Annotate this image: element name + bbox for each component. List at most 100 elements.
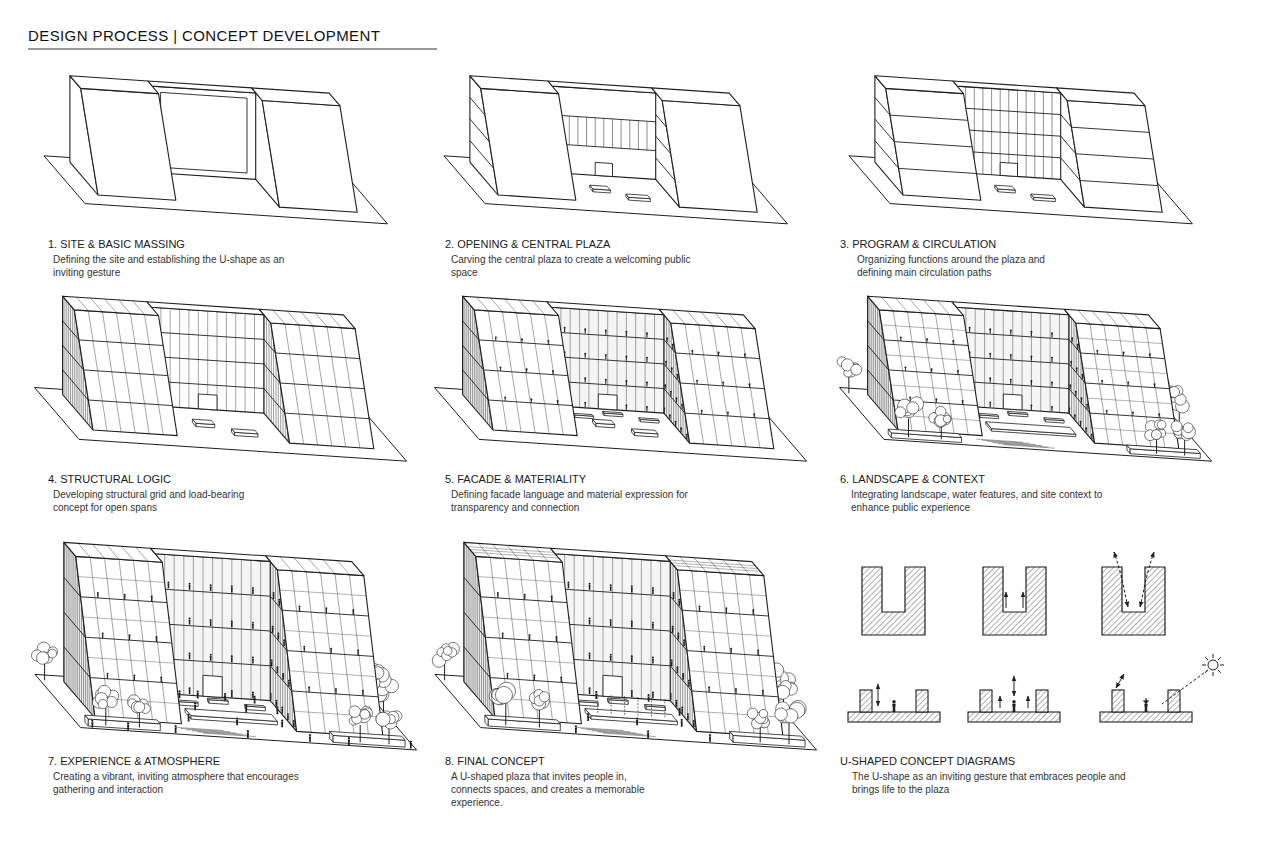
sketch-line — [1092, 311, 1104, 325]
person-figure — [1070, 363, 1071, 366]
sketch-line — [598, 732, 650, 735]
sketch-line — [891, 385, 975, 391]
sketch-line — [467, 547, 553, 553]
sketch-line — [315, 313, 327, 327]
person-figure — [1010, 379, 1012, 381]
person-figure — [129, 634, 131, 636]
planter-box — [639, 418, 659, 421]
person-figure — [1085, 429, 1086, 432]
sketch-line — [1050, 314, 1051, 412]
sketch-line — [491, 298, 503, 312]
step-heading: 7. EXPERIENCE & ATMOSPHERE — [48, 754, 220, 768]
sketch-line — [306, 572, 325, 734]
person-figure — [410, 743, 412, 748]
sketch-line — [64, 543, 65, 682]
sketch-line — [175, 727, 223, 730]
person-figure — [735, 688, 737, 690]
step-heading: 5. FACADE & MATERIALITY — [445, 472, 586, 486]
sketch-line — [121, 546, 133, 560]
rear-door — [198, 394, 217, 410]
sketch-line — [107, 545, 119, 559]
person-figure — [1074, 416, 1075, 419]
sketch-line — [145, 315, 164, 435]
planter-box — [730, 731, 805, 740]
person-figure — [1030, 355, 1032, 357]
tree-canopy — [495, 686, 512, 703]
sketch-line — [472, 552, 558, 558]
person-figure — [124, 596, 126, 600]
sketch-line — [470, 549, 556, 555]
person-figure — [1085, 427, 1087, 429]
person-figure — [1076, 367, 1078, 369]
sketch-line — [692, 571, 711, 733]
sun-ray — [1218, 657, 1221, 660]
person-figure — [688, 682, 690, 687]
sketch-line — [629, 120, 630, 149]
sketch-line — [877, 308, 878, 406]
sketch-line — [741, 328, 760, 448]
rear-roof — [953, 81, 1061, 93]
person-figure — [252, 691, 254, 693]
sketch-line — [882, 325, 966, 331]
person-figure — [626, 357, 627, 360]
sketch-line — [680, 590, 766, 596]
person-figure — [605, 380, 606, 383]
person-figure — [288, 680, 290, 682]
sketch-line — [669, 321, 670, 419]
sketch-line — [280, 557, 292, 571]
sketch-line — [481, 358, 482, 417]
person-figure — [587, 713, 589, 715]
person-figure — [1159, 415, 1160, 418]
sketch-line — [278, 371, 279, 430]
person-figure — [564, 327, 566, 329]
sketch-line — [64, 647, 90, 678]
sketch-line — [699, 325, 718, 445]
person-figure — [699, 607, 701, 611]
person-figure — [673, 592, 675, 594]
rear-door — [1000, 162, 1017, 176]
person-figure — [675, 700, 677, 702]
person-figure — [708, 686, 710, 688]
sketch-line — [93, 544, 105, 558]
u-plan — [1102, 567, 1165, 635]
tree-canopy — [747, 708, 758, 719]
person-figure — [236, 717, 238, 719]
tree-trunk — [789, 723, 790, 744]
sketch-line — [72, 552, 73, 691]
person-figure — [521, 340, 522, 343]
person-figure — [276, 668, 278, 673]
wing-roof — [665, 556, 763, 576]
tree-trunk — [105, 706, 106, 725]
sketch-line — [485, 637, 486, 707]
sketch-line — [273, 310, 285, 324]
sketch-line — [626, 312, 627, 410]
sketch-line — [647, 121, 648, 150]
person-figure — [357, 649, 359, 651]
step-description: Creating a vibrant, inviting atmosphere … — [53, 770, 339, 796]
process-sketch — [35, 296, 407, 461]
person-figure — [673, 594, 675, 599]
sketch-line — [706, 572, 725, 734]
sketch-line — [466, 301, 467, 399]
person-figure — [330, 648, 332, 650]
person-figure — [282, 673, 284, 675]
sketch-line — [1080, 181, 1158, 186]
tree-canopy — [376, 712, 390, 726]
sketch-line — [674, 566, 760, 572]
sun-ray — [1213, 654, 1214, 658]
sun-symbol — [1208, 660, 1218, 670]
person-figure — [681, 721, 683, 726]
sketch-line — [890, 115, 968, 120]
step-heading: 1. SITE & BASIC MASSING — [48, 237, 185, 251]
sketch-line — [483, 370, 484, 419]
planter-box — [1127, 445, 1200, 454]
person-figure — [1051, 383, 1052, 386]
wing-roof — [64, 542, 162, 562]
sketch-line — [483, 617, 569, 623]
sketch-line — [581, 729, 630, 732]
planter-box — [986, 422, 1076, 435]
person-figure — [692, 351, 693, 354]
rear-roof — [550, 548, 670, 561]
person-figure — [754, 415, 755, 418]
person-figure — [631, 620, 633, 622]
